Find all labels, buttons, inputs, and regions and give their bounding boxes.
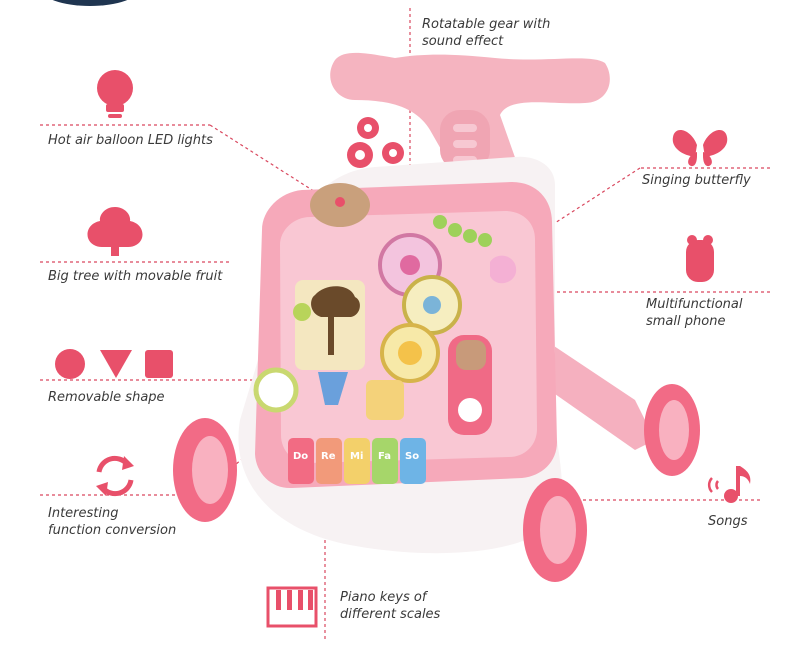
- feature-gear-line2: sound effect: [422, 34, 504, 49]
- piano-key-re: Re: [321, 451, 336, 462]
- feature-conversion: Interesting function conversion: [48, 505, 176, 539]
- feature-conversion-line1: Interesting: [48, 506, 119, 521]
- feature-phone-line1: Multifunctional: [646, 297, 743, 312]
- feature-phone: Multifunctional small phone: [646, 296, 742, 330]
- feature-phone-line2: small phone: [646, 314, 726, 329]
- music-note-icon: [707, 466, 751, 503]
- lightbulb-icon: [97, 70, 133, 118]
- gears-icon: [347, 117, 404, 168]
- piano-key-fa: Fa: [378, 451, 391, 462]
- piano-keys-icon: [266, 586, 318, 628]
- feature-piano-line2: different scales: [340, 607, 441, 622]
- feature-songs: Songs: [708, 514, 748, 529]
- phone-icon: [686, 235, 714, 282]
- feature-shape: Removable shape: [48, 390, 165, 405]
- feature-tree: Big tree with movable fruit: [48, 269, 223, 284]
- piano-key-mi: Mi: [350, 451, 364, 462]
- butterfly-icon: [672, 130, 728, 167]
- feature-conversion-line2: function conversion: [48, 523, 177, 538]
- corner-logo-shape: [40, 0, 140, 6]
- feature-piano-line1: Piano keys of: [340, 590, 427, 605]
- feature-balloon: Hot air balloon LED lights: [48, 133, 213, 148]
- feature-gear-line1: Rotatable gear with: [422, 17, 551, 32]
- piano-key-do: Do: [293, 451, 309, 462]
- shapes-icon: [55, 349, 173, 379]
- feature-piano: Piano keys of different scales: [340, 589, 440, 623]
- tree-icon: [87, 207, 143, 256]
- feature-gear: Rotatable gear with sound effect: [422, 16, 550, 50]
- piano-key-so: So: [405, 451, 420, 462]
- feature-butterfly: Singing butterfly: [642, 173, 751, 188]
- toy-piano-keys: [288, 438, 426, 484]
